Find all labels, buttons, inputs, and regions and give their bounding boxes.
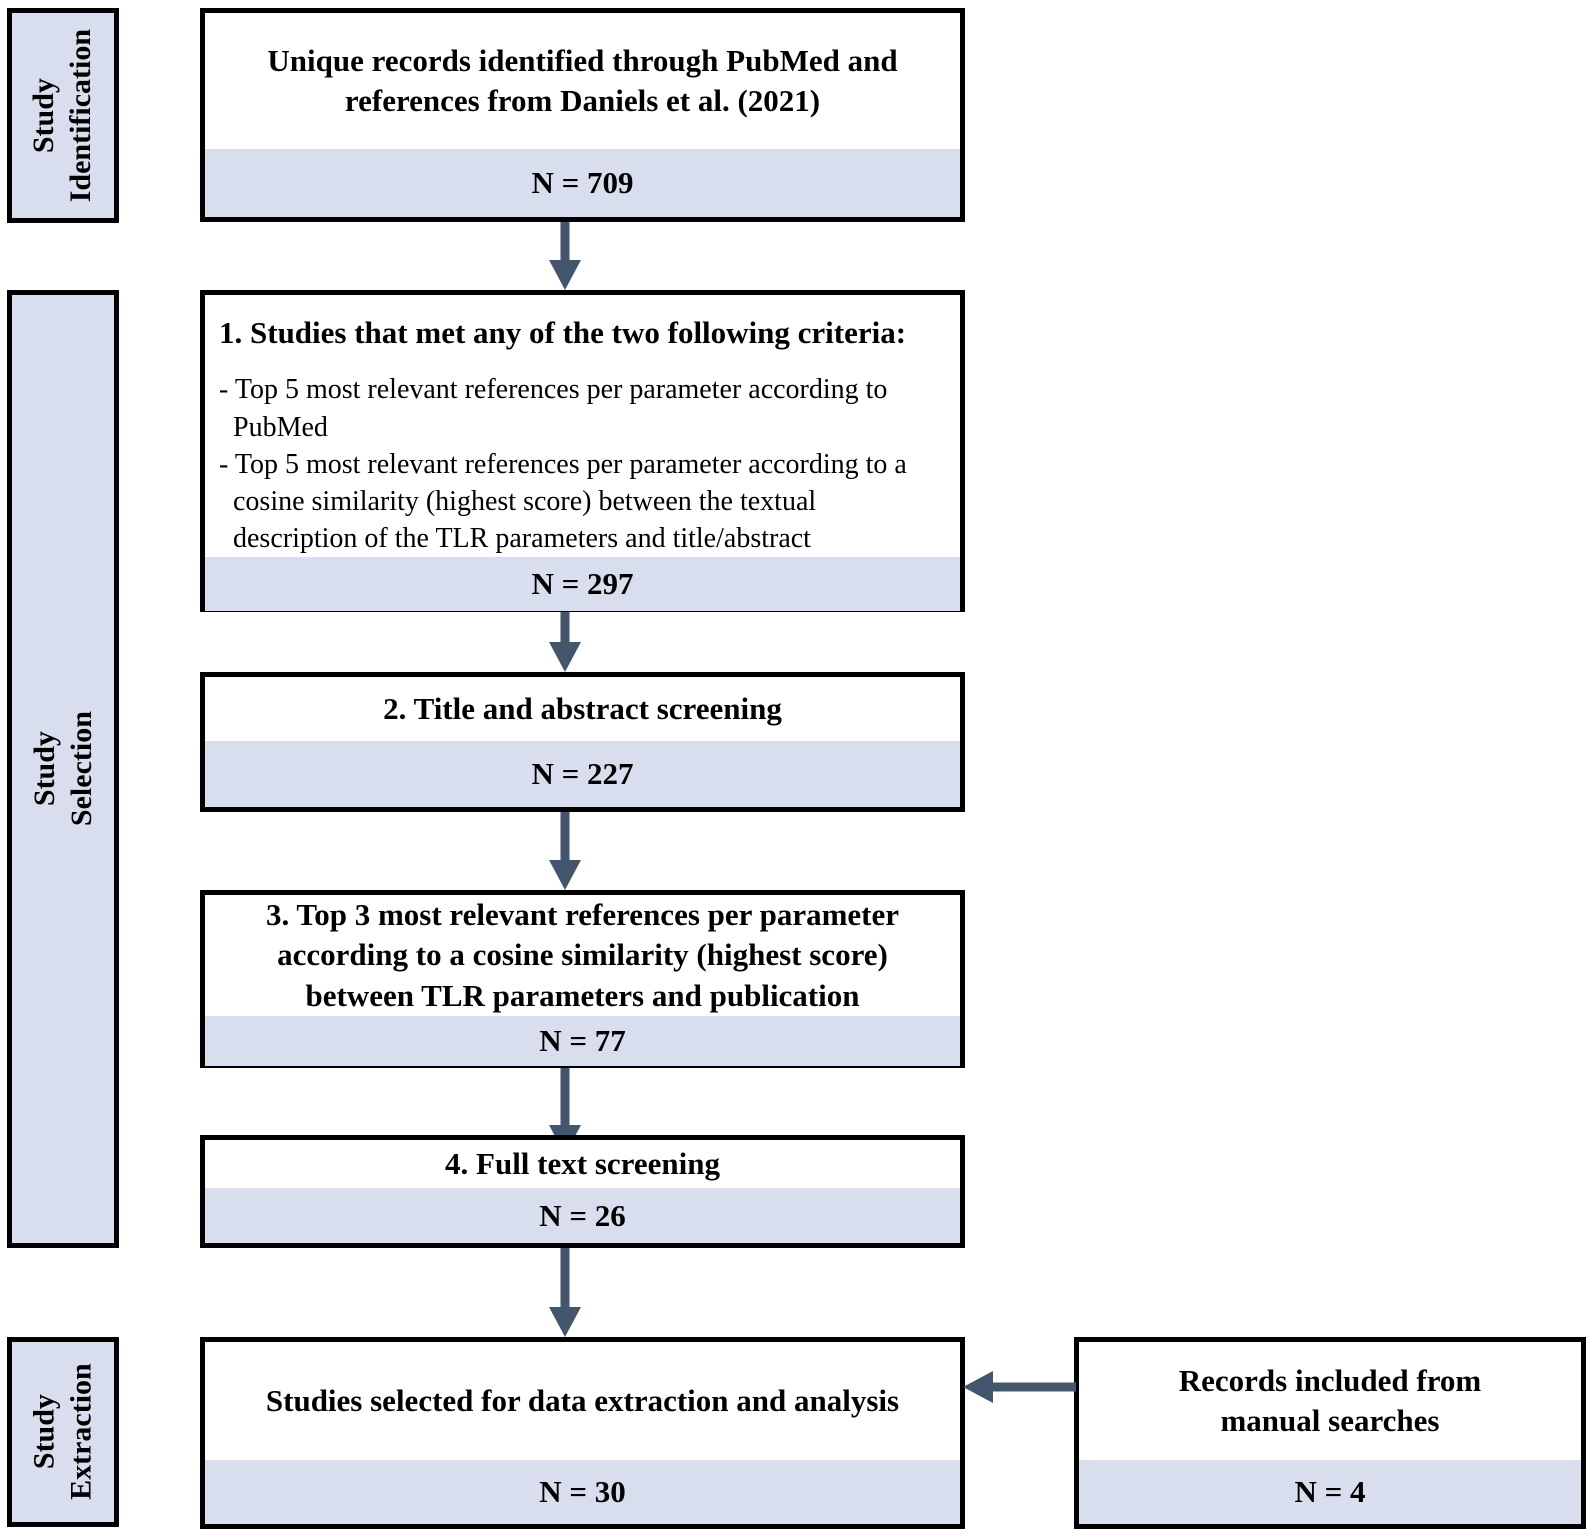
arrow-full-text-to-selected [548,1248,582,1337]
node-records-identified-title: Unique records identified through PubMed… [205,41,960,122]
count-value: N = 227 [531,756,634,791]
count-value: N = 297 [531,566,634,602]
node-title-abstract-screening-title: 2. Title and abstract screening [383,690,782,726]
count-value: N = 709 [531,165,634,200]
node-top3-references-count: N = 77 [205,1015,960,1066]
stage-label-line2: Extraction [64,1363,98,1501]
stage-label-line2: Selection [64,711,98,827]
arrow-head [549,642,581,672]
arrow-head [963,1371,993,1403]
node-records-identified: Unique records identified through PubMed… [200,8,965,222]
arrow-title-abstract-to-top3 [548,812,582,890]
arrow-head [549,1307,581,1337]
node-title-abstract-screening-count: N = 227 [205,741,960,807]
node-records-identified-body: Unique records identified through PubMed… [205,13,960,149]
node-selected-studies-body: Studies selected for data extraction and… [205,1342,960,1460]
node-selected-studies-count: N = 30 [205,1460,960,1524]
stage-study-extraction: Study Extraction [7,1337,119,1527]
count-value: N = 77 [539,1022,626,1058]
stage-study-identification-label: Study Identification [26,29,99,202]
node-top3-references-title: 3. Top 3 most relevant references per pa… [205,895,960,1016]
node-selected-studies-title: Studies selected for data extraction and… [265,1382,900,1418]
arrow-head [549,260,581,290]
node-criteria-bullet-2: - Top 5 most relevant references per par… [219,448,907,555]
arrow-records-to-criteria [548,222,582,290]
title-line-3: between TLR parameters and publication [305,977,860,1013]
stage-label-line1: Study [27,731,61,807]
title-line-1: Records included from [1178,1362,1482,1398]
node-full-text-screening-count: N = 26 [205,1188,960,1243]
arrow-shaft [560,222,570,262]
node-criteria: 1. Studies that met any of the two follo… [200,290,965,612]
stage-label-line1: Study [27,77,61,154]
node-top3-references-body: 3. Top 3 most relevant references per pa… [205,895,960,1016]
node-manual-searches: Records included from manual searches N … [1074,1337,1586,1529]
node-full-text-screening-title: 4. Full text screening [445,1145,720,1181]
stage-study-identification: Study Identification [7,8,119,223]
title-line-2: manual searches [1220,1403,1440,1438]
node-criteria-body: 1. Studies that met any of the two follo… [205,295,960,558]
arrow-shaft [560,1248,570,1309]
arrow-shaft [560,1068,570,1127]
title-line-1: Unique records identified through PubMed… [267,42,898,78]
title-line-2: according to a cosine similarity (highes… [277,937,888,973]
count-value: N = 4 [1294,1474,1366,1509]
node-records-identified-count: N = 709 [205,149,960,217]
count-value: N = 26 [539,1197,626,1233]
stage-label-line2: Identification [64,28,97,203]
arrow-shaft [991,1382,1076,1392]
node-title-abstract-screening: 2. Title and abstract screening N = 227 [200,672,965,812]
stage-study-selection: Study Selection [7,290,119,1248]
node-manual-searches-body: Records included from manual searches [1079,1342,1581,1460]
stage-study-selection-label: Study Selection [26,712,99,827]
arrow-shaft [560,812,570,862]
node-manual-searches-count: N = 4 [1079,1460,1581,1524]
node-manual-searches-title: Records included from manual searches [1079,1361,1581,1442]
node-selected-studies: Studies selected for data extraction and… [200,1337,965,1529]
arrow-criteria-to-title-abstract [548,612,582,672]
stage-label-line1: Study [27,1394,61,1470]
node-full-text-screening: 4. Full text screening N = 26 [200,1135,965,1248]
node-criteria-title: 1. Studies that met any of the two follo… [219,315,907,350]
arrow-head [549,860,581,890]
node-criteria-count: N = 297 [205,557,960,612]
title-line-2: references from Daniels et al. (2021) [344,83,821,118]
node-title-abstract-screening-body: 2. Title and abstract screening [205,677,960,741]
node-criteria-bullet-1: - Top 5 most relevant references per par… [219,374,888,443]
node-top3-references: 3. Top 3 most relevant references per pa… [200,890,965,1068]
count-value: N = 30 [539,1474,626,1509]
arrow-shaft [560,612,570,644]
title-line-1: 3. Top 3 most relevant references per pa… [265,897,900,932]
node-full-text-screening-body: 4. Full text screening [205,1140,960,1188]
stage-study-extraction-label: Study Extraction [26,1364,99,1501]
arrow-manual-searches-to-selected [963,1370,1076,1404]
